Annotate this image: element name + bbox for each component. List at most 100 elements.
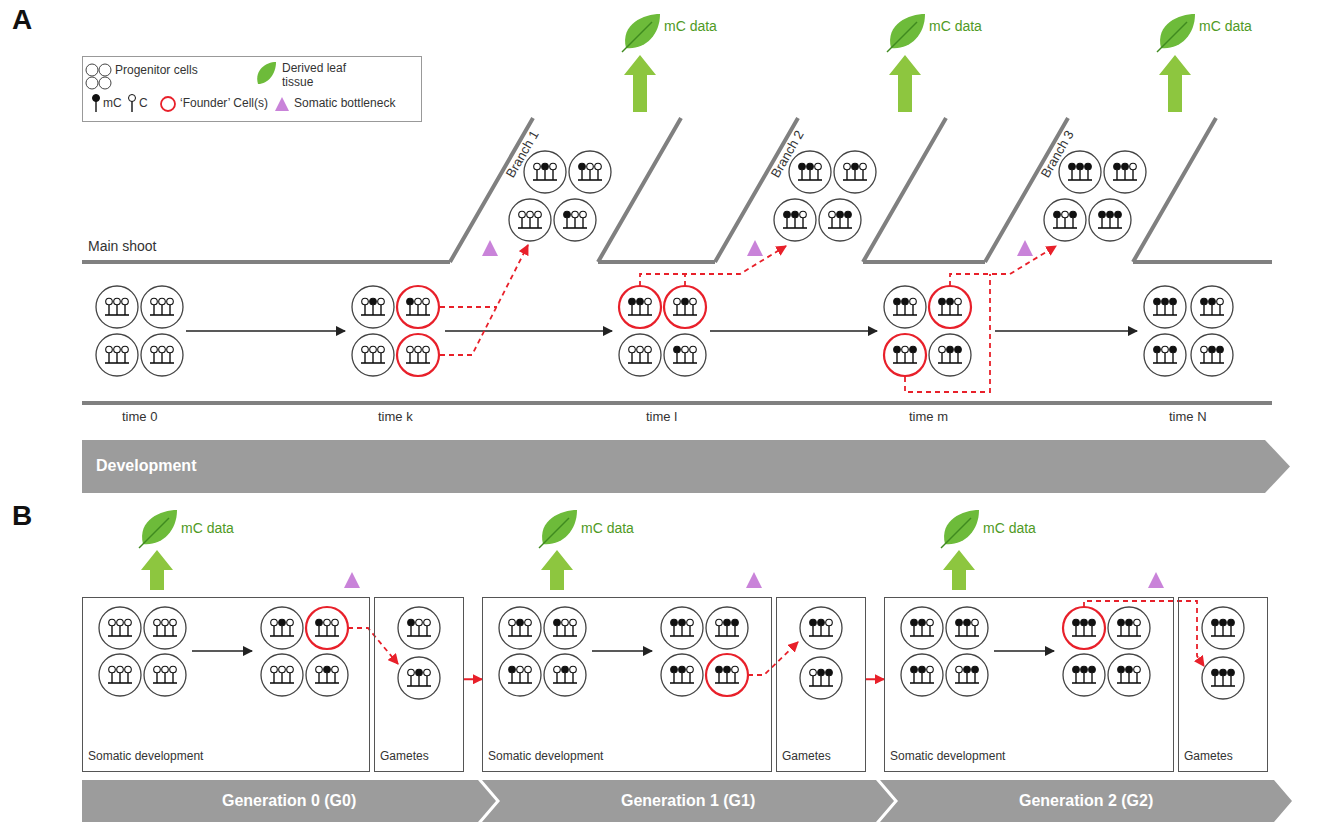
cpg-stem bbox=[1203, 353, 1204, 363]
unmethylated-site bbox=[271, 666, 278, 673]
cpg-stem bbox=[689, 673, 690, 683]
cell-outline bbox=[946, 654, 988, 696]
founder-cell bbox=[397, 334, 439, 376]
unmethylated-site bbox=[525, 666, 532, 673]
arrow-band: Generation 1 (G1) bbox=[482, 780, 894, 822]
time-arrow bbox=[995, 330, 1137, 332]
progenitor-cell bbox=[1108, 607, 1150, 649]
cpg-stem bbox=[974, 626, 975, 636]
founder-cell bbox=[1063, 607, 1105, 649]
band-fill bbox=[82, 780, 496, 822]
methylated-site bbox=[554, 619, 561, 626]
cpg-stem bbox=[921, 673, 922, 683]
unmethylated-site bbox=[826, 619, 833, 626]
cpg-stem bbox=[718, 673, 719, 683]
founder-cell bbox=[706, 654, 748, 696]
founder-arrow bbox=[905, 246, 1056, 392]
bottleneck-triangle bbox=[747, 240, 763, 256]
unmethylated-site bbox=[572, 211, 579, 218]
cpg-stem bbox=[949, 305, 950, 315]
cpg-stem bbox=[418, 676, 419, 686]
progenitor-cell bbox=[901, 654, 943, 696]
cpg-stem bbox=[529, 218, 530, 228]
band-label: Development bbox=[96, 457, 196, 475]
unmethylated-site bbox=[106, 346, 113, 353]
cpg-stem bbox=[820, 676, 821, 686]
unmethylated-site bbox=[800, 211, 807, 218]
data-label: mC data bbox=[664, 18, 717, 34]
unmethylated-site bbox=[550, 163, 557, 170]
cpg-stem bbox=[425, 305, 426, 315]
cpg-stem bbox=[124, 305, 125, 315]
cpg-stem bbox=[169, 305, 170, 315]
progenitor-cell bbox=[544, 654, 586, 696]
progenitor-cell bbox=[261, 654, 303, 696]
unmethylated-site bbox=[956, 666, 963, 673]
annotation: time 0 bbox=[122, 410, 157, 425]
cpg-stem bbox=[966, 626, 967, 636]
cpg-stem bbox=[1128, 626, 1129, 636]
cell-outline bbox=[706, 607, 748, 649]
cpg-stem bbox=[1214, 626, 1215, 636]
unmethylated-site bbox=[580, 211, 587, 218]
unmethylated-site bbox=[154, 666, 161, 673]
methylated-site bbox=[894, 346, 901, 353]
unmethylated-site bbox=[732, 666, 739, 673]
unmethylated-site bbox=[955, 298, 962, 305]
cpg-stem bbox=[1091, 626, 1092, 636]
cpg-stem bbox=[564, 673, 565, 683]
methylated-site bbox=[894, 298, 901, 305]
unmethylated-site bbox=[170, 666, 177, 673]
cpg-stem bbox=[966, 673, 967, 683]
unmethylated-site bbox=[162, 666, 169, 673]
cell-outline bbox=[661, 607, 703, 649]
unmethylated-site bbox=[109, 666, 116, 673]
cpg-stem bbox=[161, 305, 162, 315]
cell-outline bbox=[1104, 151, 1146, 193]
unmethylated-site bbox=[939, 346, 946, 353]
shoot-wall bbox=[82, 262, 1272, 403]
cpg-stem bbox=[1087, 170, 1088, 180]
cpg-stem bbox=[1072, 218, 1073, 228]
band-fill bbox=[880, 780, 1292, 822]
cell-outline bbox=[261, 607, 303, 649]
bottleneck-sample bbox=[275, 97, 289, 111]
cell-outline bbox=[306, 654, 348, 696]
methylated-site bbox=[679, 666, 686, 673]
cell-outline bbox=[306, 607, 348, 649]
progenitor-cell bbox=[901, 607, 943, 649]
cell-outline bbox=[1108, 607, 1150, 649]
cpg-stem bbox=[318, 673, 319, 683]
inheritance-arrow bbox=[866, 678, 884, 680]
unmethylated-site bbox=[1134, 619, 1141, 626]
methylated-site bbox=[1114, 163, 1121, 170]
cell-outline bbox=[901, 607, 943, 649]
methylated-site bbox=[852, 163, 859, 170]
mc-sample bbox=[95, 101, 96, 112]
cpg-stem bbox=[172, 673, 173, 683]
cpg-stem bbox=[957, 353, 958, 363]
methylated-site bbox=[818, 619, 825, 626]
cell-outline bbox=[819, 199, 861, 241]
cpg-stem bbox=[1117, 218, 1118, 228]
cpg-stem bbox=[372, 353, 373, 363]
cell-outline bbox=[664, 286, 706, 328]
unmethylated-site bbox=[287, 666, 294, 673]
legend-text: Progenitor cells bbox=[115, 64, 198, 78]
founder-cell bbox=[664, 286, 706, 328]
methylated-site bbox=[724, 619, 731, 626]
cell-outline bbox=[398, 607, 440, 649]
cpg-stem bbox=[544, 170, 545, 180]
box-label: Gametes bbox=[380, 750, 429, 764]
unmethylated-site bbox=[423, 298, 430, 305]
methylated-site bbox=[1217, 346, 1224, 353]
unmethylated-site bbox=[645, 298, 652, 305]
progenitor-sample bbox=[99, 77, 111, 89]
cpg-stem bbox=[127, 673, 128, 683]
unmethylated-site bbox=[682, 346, 689, 353]
cpg-stem bbox=[364, 353, 365, 363]
cpg-stem bbox=[111, 673, 112, 683]
unmethylated-site bbox=[424, 669, 431, 676]
methylated-site bbox=[517, 619, 524, 626]
methylated-site bbox=[826, 669, 833, 676]
